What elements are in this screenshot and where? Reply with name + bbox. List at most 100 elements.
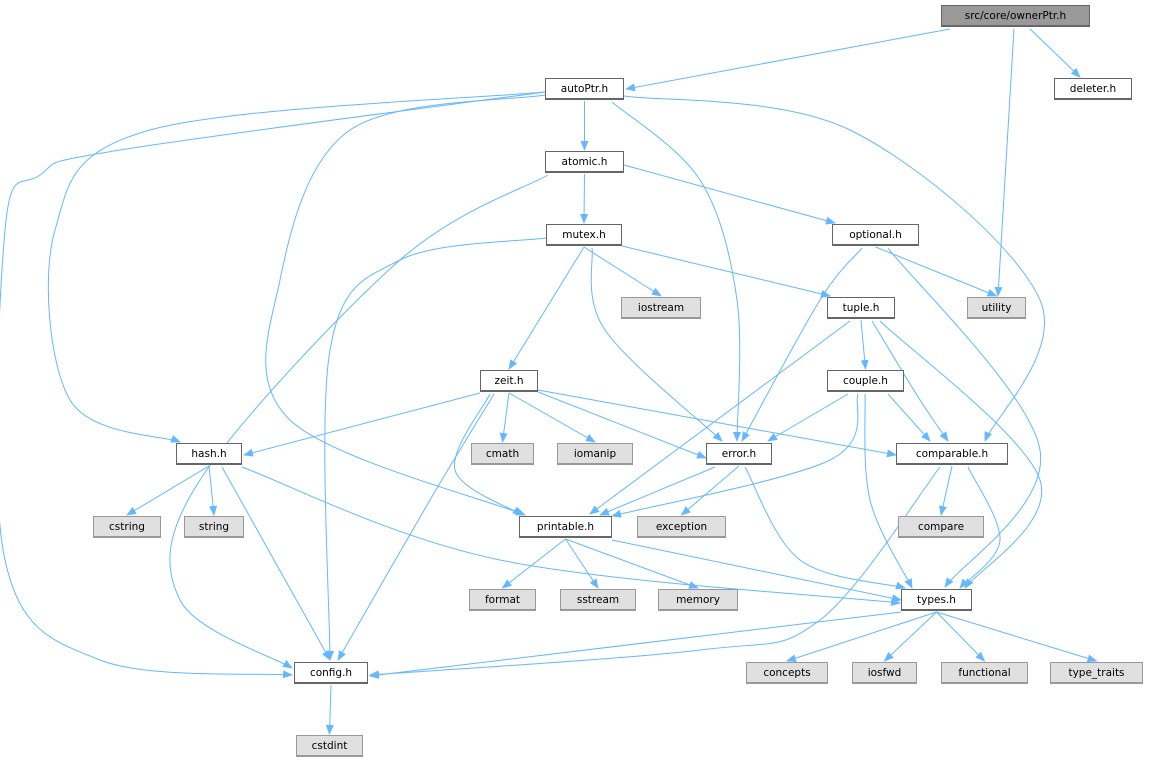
edge-zeit-to-printable: [454, 393, 523, 516]
node-exception: exception: [637, 516, 726, 538]
node-label: config.h: [309, 666, 353, 679]
node-label: autoPtr.h: [560, 82, 609, 95]
edge-autoPtr-to-printable: [265, 94, 546, 516]
node-optional[interactable]: optional.h: [832, 224, 919, 246]
node-label: comparable.h: [915, 447, 989, 460]
node-compare: compare: [898, 516, 984, 538]
edge-ownerPtr-to-deleter: [1029, 28, 1081, 78]
node-types[interactable]: types.h: [901, 589, 972, 611]
edge-zeit-to-iomanip: [508, 392, 596, 443]
node-label: mutex.h: [562, 228, 606, 241]
edge-tuple-to-types: [879, 320, 1043, 589]
node-error[interactable]: error.h: [706, 443, 772, 465]
node-string: string: [184, 516, 244, 538]
edge-zeit-to-comparable: [537, 389, 897, 458]
edge-error-to-types: [744, 466, 906, 590]
edge-printable-to-memory: [565, 538, 699, 589]
node-label: printable.h: [536, 520, 595, 533]
node-label: deleter.h: [1069, 82, 1117, 95]
edge-optional-to-error: [741, 247, 863, 442]
edge-error-to-exception: [680, 465, 740, 516]
node-label: cstdint: [311, 739, 348, 752]
node-config[interactable]: config.h: [294, 662, 368, 684]
node-autoPtr[interactable]: autoPtr.h: [545, 78, 624, 100]
node-iostream: iostream: [621, 297, 701, 319]
node-concepts: concepts: [746, 662, 828, 684]
edge-autoPtr-to-config: [0, 91, 546, 679]
node-hash[interactable]: hash.h: [176, 443, 242, 465]
edge-optional-to-types: [887, 247, 1042, 588]
node-printable[interactable]: printable.h: [519, 516, 612, 538]
edge-autoPtr-to-error: [611, 101, 742, 442]
edge-mutex-to-error: [590, 247, 723, 442]
node-label: iostream: [637, 301, 685, 314]
edge-zeit-to-cmath: [499, 392, 510, 443]
node-atomic[interactable]: atomic.h: [545, 151, 624, 173]
node-label: type_traits: [1068, 666, 1125, 679]
node-utility: utility: [967, 297, 1026, 319]
edge-types-to-concepts: [786, 611, 937, 662]
node-iomanip: iomanip: [557, 443, 633, 465]
node-label: exception: [655, 520, 708, 533]
node-label: src/core/ownerPtr.h: [964, 9, 1067, 22]
node-label: memory: [676, 593, 720, 606]
node-label: functional: [958, 666, 1011, 679]
node-label: cmath: [485, 447, 520, 460]
edge-couple-to-error: [767, 393, 849, 442]
node-label: atomic.h: [561, 155, 608, 168]
edge-hash-to-types: [241, 466, 901, 607]
edge-comparable-to-compare: [939, 465, 953, 516]
node-label: hash.h: [191, 447, 227, 460]
edge-mutex-to-config: [324, 237, 547, 661]
node-memory: memory: [658, 589, 738, 611]
node-label: cstring: [109, 520, 145, 533]
edge-tuple-to-couple: [860, 319, 869, 370]
node-functional: functional: [941, 662, 1028, 684]
edge-couple-to-printable: [611, 393, 859, 518]
edge-mutex-to-tuple: [621, 245, 831, 298]
edge-autoPtr-to-hash: [47, 91, 546, 443]
node-label: zeit.h: [494, 374, 524, 387]
node-cstdint: cstdint: [296, 735, 363, 757]
node-deleter[interactable]: deleter.h: [1054, 78, 1132, 100]
edge-comparable-to-config: [369, 466, 941, 679]
node-label: iosfwd: [867, 666, 902, 679]
edge-comparable-to-types: [959, 466, 1001, 589]
node-tuple[interactable]: tuple.h: [827, 297, 895, 319]
edge-zeit-to-error: [537, 391, 707, 459]
node-label: iomanip: [573, 447, 617, 460]
node-comparable[interactable]: comparable.h: [896, 443, 1008, 465]
node-iosfwd: iosfwd: [852, 662, 917, 684]
node-label: tuple.h: [842, 301, 880, 314]
edge-zeit-to-config: [337, 393, 495, 661]
node-label: format: [484, 593, 521, 606]
edge-config-to-cstdint: [325, 684, 334, 735]
edge-hash-to-string: [208, 465, 218, 516]
node-zeit[interactable]: zeit.h: [480, 370, 538, 392]
edge-atomic-to-optional: [623, 164, 836, 225]
edge-atomic-to-mutex: [580, 173, 589, 224]
node-label: sstream: [576, 593, 620, 606]
node-label: compare: [917, 520, 965, 533]
edge-hash-to-cstring: [126, 465, 210, 516]
edge-types-to-iosfwd: [883, 611, 937, 662]
node-label: utility: [981, 301, 1012, 314]
node-type-traits: type_traits: [1050, 662, 1143, 684]
edge-couple-to-types: [864, 393, 913, 589]
edge-tuple-to-comparable: [871, 320, 949, 442]
node-couple[interactable]: couple.h: [827, 370, 904, 392]
node-format: format: [469, 589, 536, 611]
node-mutex[interactable]: mutex.h: [546, 224, 622, 246]
node-cmath: cmath: [471, 443, 534, 465]
node-label: string: [198, 520, 230, 533]
node-label: optional.h: [849, 228, 902, 241]
node-ownerPtr[interactable]: src/core/ownerPtr.h: [941, 5, 1090, 27]
edge-error-to-printable: [599, 466, 716, 516]
edge-types-to-functional: [936, 611, 986, 662]
edge-tuple-to-printable: [589, 320, 851, 515]
edge-mutex-to-iostream: [583, 246, 662, 297]
edge-autoPtr-to-comparable: [623, 95, 1046, 442]
edge-zeit-to-hash: [243, 392, 481, 457]
